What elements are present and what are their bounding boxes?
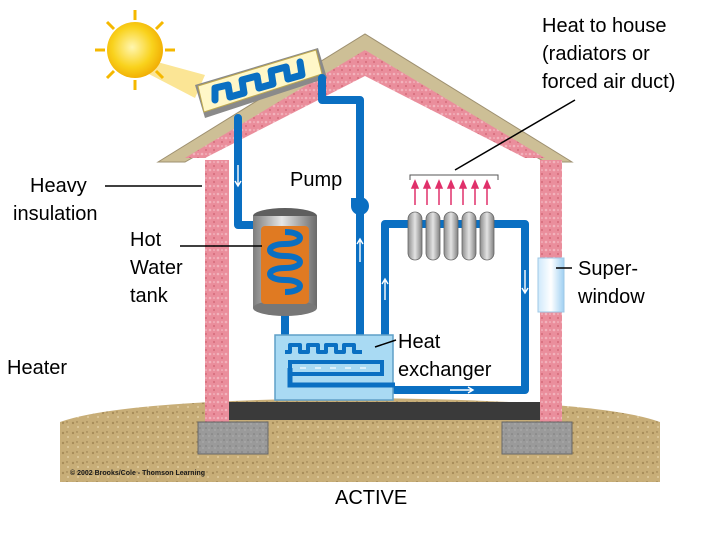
right-wall-insulation-upper	[540, 160, 562, 258]
flow-arrows	[234, 165, 529, 394]
pump-icon	[351, 197, 369, 215]
pump-label: Pump	[290, 169, 343, 191]
right-wall-insulation-lower	[540, 312, 562, 422]
hot-water-tank	[253, 208, 317, 316]
heat-label: Heat	[398, 331, 441, 353]
floor-slab	[229, 402, 540, 420]
heavy-label: Heavy	[30, 175, 87, 197]
roof-insulation	[185, 50, 545, 158]
left-footing	[197, 421, 269, 455]
heat-to-house-label-line2: (radiators or	[542, 43, 650, 65]
super-window	[537, 257, 565, 313]
tank-label: tank	[130, 285, 168, 307]
heat-to-house-label-line3: forced air duct)	[542, 71, 676, 93]
exchanger-label: exchanger	[398, 359, 492, 381]
heater-label: Heater	[7, 357, 68, 379]
caption-active: ACTIVE	[335, 487, 408, 509]
super-label: Super-	[578, 258, 639, 280]
right-footing	[501, 421, 573, 455]
hot-label: Hot	[130, 229, 162, 251]
heat-exchanger	[274, 334, 395, 401]
copyright-text: © 2002 Brooks/Cole - Thomson Learning	[70, 470, 206, 477]
sunbeam	[145, 60, 205, 98]
heat-arrows	[409, 174, 499, 205]
radiator	[407, 211, 495, 261]
insulation-label: insulation	[13, 203, 98, 225]
sun-icon	[95, 10, 175, 90]
window-label: window	[578, 286, 645, 308]
leader-lines	[105, 99, 576, 348]
heat-to-house-label-line1: Heat to house	[542, 15, 667, 37]
left-wall-insulation	[205, 160, 229, 422]
water-label: Water	[130, 257, 183, 279]
